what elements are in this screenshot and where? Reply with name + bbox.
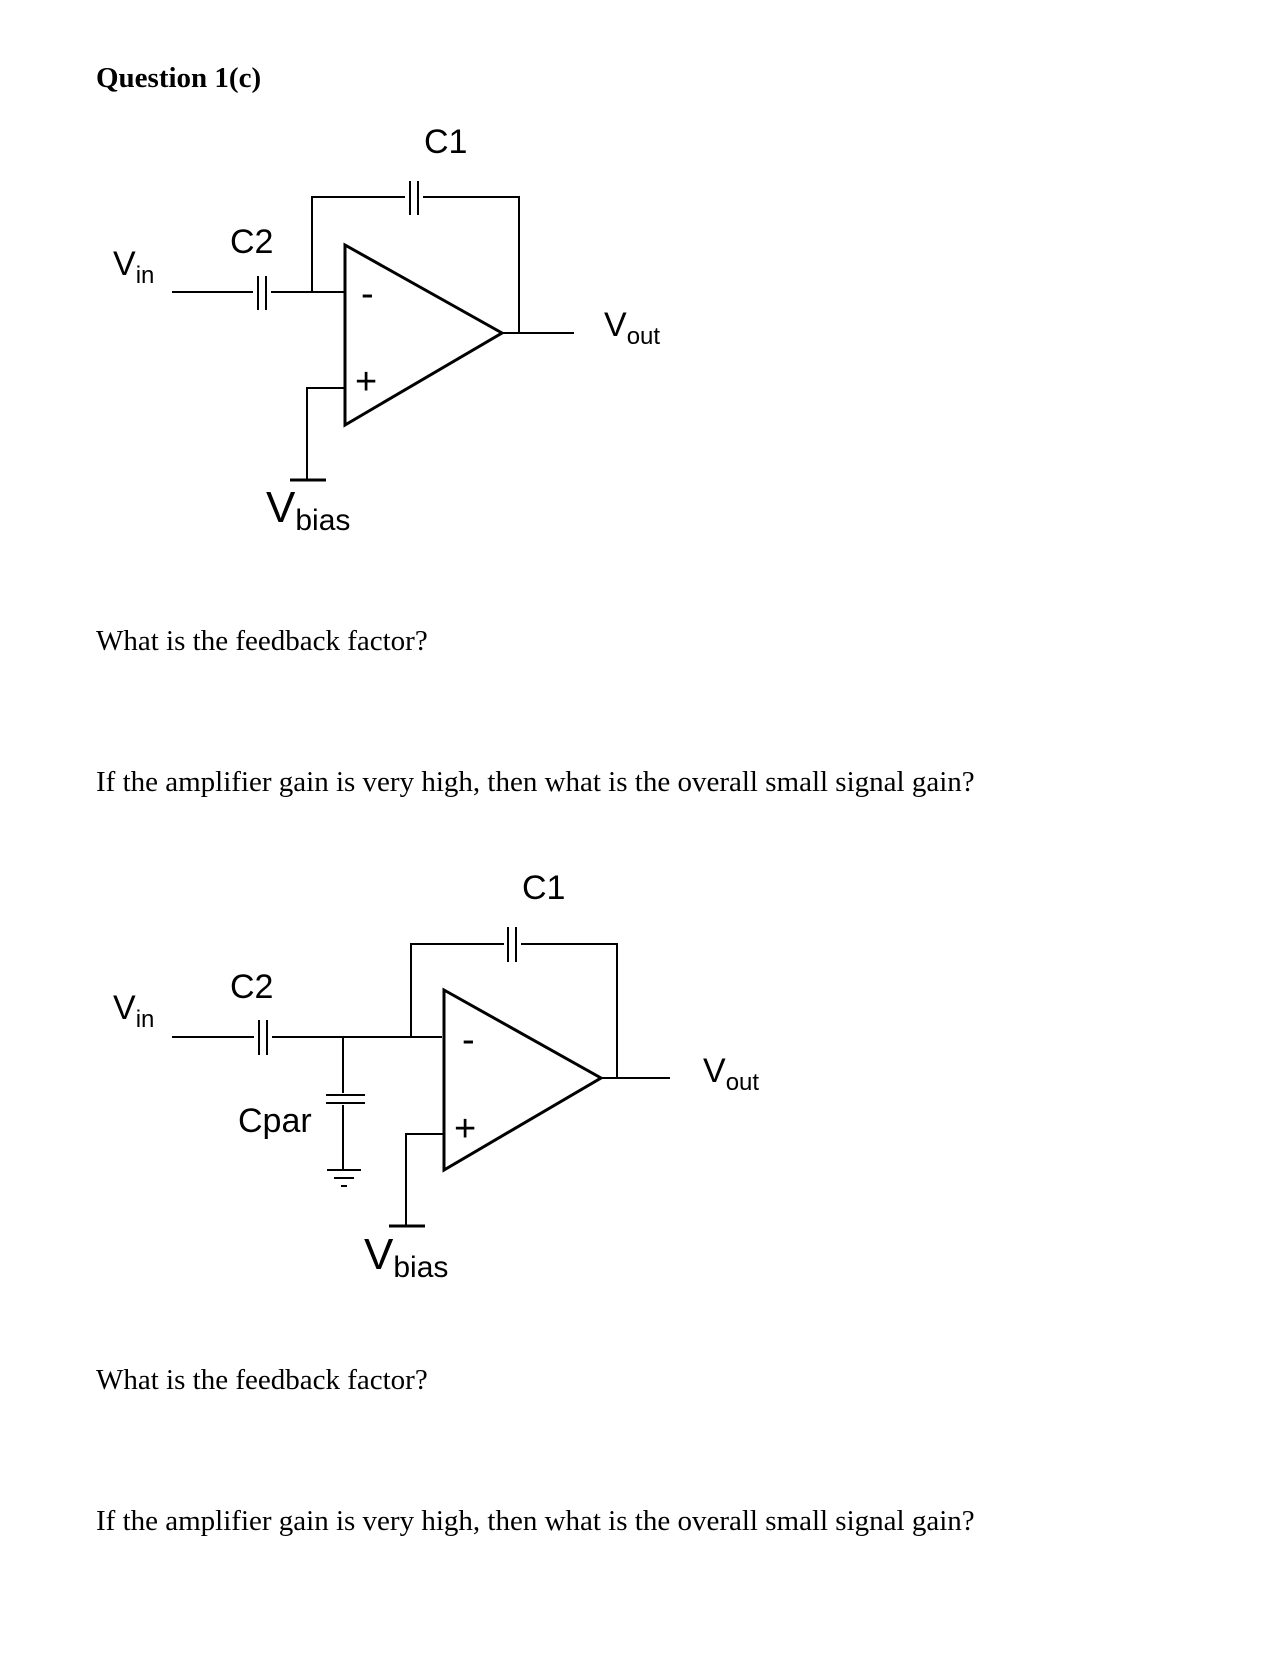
- opamp-triangle: [343, 242, 506, 428]
- vin-label: Vin: [113, 989, 154, 1033]
- inverting-input-sign: -: [462, 1019, 475, 1061]
- circuit-diagram-2: C1 C2 Cpar Vin Vout Vbias - +: [113, 869, 759, 1284]
- vout-label: Vout: [703, 1052, 759, 1096]
- vbias-label: Vbias: [266, 483, 350, 537]
- vin-subscript: in: [136, 262, 155, 289]
- ground-symbol: [327, 1169, 361, 1187]
- feedback-left-wire: [410, 943, 504, 1037]
- cpar-capacitor: [326, 1094, 365, 1104]
- feedback-right-wire: [521, 943, 618, 1078]
- feedback-factor-question-2: What is the feedback factor?: [96, 1364, 428, 1396]
- non-inverting-input-sign: +: [454, 1108, 476, 1150]
- inverting-input-sign: -: [361, 273, 374, 315]
- non-inverting-input-sign: +: [355, 361, 377, 403]
- c2-label: C2: [230, 223, 273, 261]
- question-title: Question 1(c): [96, 62, 262, 94]
- vin-subscript: in: [136, 1006, 155, 1033]
- feedback-factor-question-1: What is the feedback factor?: [96, 625, 428, 657]
- feedback-right-wire: [423, 196, 520, 333]
- cpar-label: Cpar: [238, 1102, 312, 1140]
- opamp-triangle: [442, 987, 605, 1173]
- c2-capacitor: [258, 1020, 268, 1055]
- vbias-subscript: bias: [295, 504, 350, 537]
- feedback-left-wire: [311, 196, 405, 292]
- vout-subscript: out: [627, 323, 661, 350]
- c1-capacitor: [507, 927, 517, 962]
- vout-subscript: out: [726, 1069, 760, 1096]
- bias-wire: [306, 387, 345, 480]
- vin-label: Vin: [113, 245, 154, 289]
- vbias-label: Vbias: [364, 1230, 448, 1284]
- vout-label: Vout: [604, 306, 660, 350]
- small-signal-gain-question-1: If the amplifier gain is very high, then…: [96, 766, 975, 798]
- c1-label: C1: [424, 123, 467, 161]
- bias-wire: [405, 1133, 444, 1226]
- small-signal-gain-question-2: If the amplifier gain is very high, then…: [96, 1505, 975, 1537]
- c2-capacitor: [257, 276, 267, 310]
- c1-label: C1: [522, 869, 565, 907]
- circuit-diagram-1: C1 C2 Vin Vout Vbias - +: [113, 123, 660, 537]
- vbias-subscript: bias: [393, 1251, 448, 1284]
- c1-capacitor: [409, 181, 419, 215]
- c2-label: C2: [230, 968, 273, 1006]
